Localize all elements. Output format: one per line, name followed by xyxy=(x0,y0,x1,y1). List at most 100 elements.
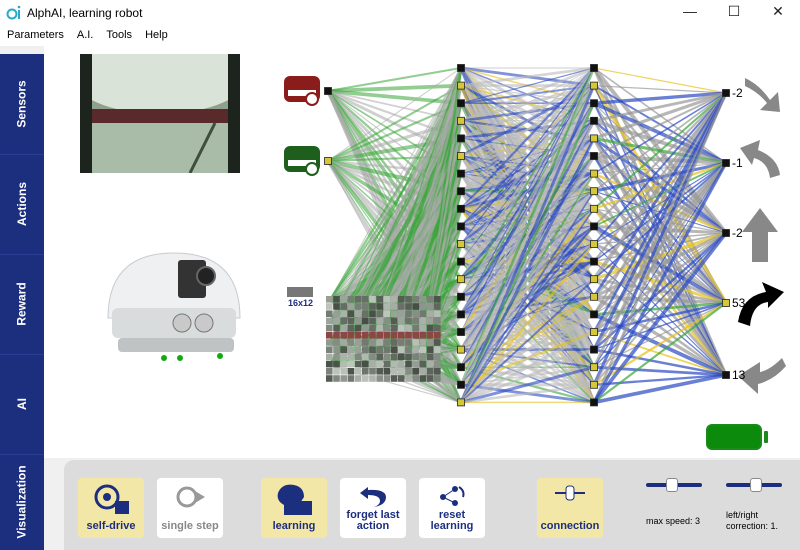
network-connection xyxy=(460,243,595,404)
sidebar-tab-reward[interactable]: Reward xyxy=(0,254,44,355)
pixel-cell xyxy=(383,339,391,346)
network-node xyxy=(457,134,465,143)
network-connection xyxy=(592,231,728,404)
slider-knob[interactable] xyxy=(750,478,762,492)
output-value: -2 xyxy=(732,86,743,100)
pixel-cell xyxy=(326,332,333,339)
close-button[interactable]: ✕ xyxy=(756,0,800,22)
pixel-cell xyxy=(398,339,405,346)
pixel-cell xyxy=(333,296,340,303)
network-node xyxy=(457,398,465,407)
pixel-cell xyxy=(434,339,441,346)
single-step-button[interactable]: single step xyxy=(157,478,223,538)
network-connection xyxy=(593,84,727,94)
pixel-cell xyxy=(390,310,398,317)
menu-ai[interactable]: A.I. xyxy=(76,29,94,41)
connection-label: connection xyxy=(540,520,600,532)
network-node xyxy=(590,152,598,160)
pixel-cell xyxy=(405,368,412,375)
pixel-cell xyxy=(426,375,434,382)
network-connection xyxy=(460,226,595,403)
self-drive-button[interactable]: self-drive xyxy=(78,478,144,538)
network-node xyxy=(590,292,598,301)
network-connection xyxy=(593,92,727,315)
undo-icon xyxy=(360,487,386,507)
network-connection xyxy=(593,302,727,404)
pixel-cell xyxy=(390,296,398,303)
network-connection xyxy=(460,67,595,139)
menu-help[interactable]: Help xyxy=(145,29,168,41)
network-node xyxy=(457,328,465,336)
pixel-cell xyxy=(398,346,405,353)
pixel-cell xyxy=(398,310,405,317)
forget-last-action-button[interactable]: forget last action xyxy=(340,478,406,538)
pixel-cell xyxy=(347,303,355,310)
network-node xyxy=(722,299,730,307)
network-node xyxy=(590,398,598,407)
pixel-cell xyxy=(362,346,369,353)
window-title: AlphAI, learning robot xyxy=(27,6,143,20)
pixel-cell xyxy=(326,346,333,353)
pixel-cell xyxy=(412,296,419,303)
max-speed-label: max speed: 3 xyxy=(646,516,701,526)
pixel-cell xyxy=(390,339,398,346)
network-node xyxy=(722,89,730,97)
learning-button[interactable]: learning xyxy=(261,478,327,538)
network-connection xyxy=(460,67,595,315)
pixel-cell xyxy=(333,339,340,346)
pixel-cell xyxy=(326,296,333,303)
sidebar-tab-visualization[interactable]: Visualization xyxy=(0,454,44,550)
pixel-cell xyxy=(369,310,376,317)
max-speed-slider[interactable] xyxy=(646,478,702,492)
menu-parameters[interactable]: Parameters xyxy=(7,29,64,41)
pixel-cell xyxy=(376,339,383,346)
network-connection xyxy=(460,383,595,404)
connection-button[interactable]: connection xyxy=(537,478,603,538)
pixel-cell xyxy=(326,339,333,346)
pixel-cell xyxy=(419,303,427,310)
pixel-cell xyxy=(405,303,412,310)
maximize-icon: ☐ xyxy=(727,2,741,19)
network-connection xyxy=(593,91,727,123)
camera-pixel-grid xyxy=(326,296,441,382)
pixel-cell xyxy=(362,317,369,325)
network-connection xyxy=(460,66,595,87)
pixel-cell xyxy=(398,317,405,325)
network-node xyxy=(590,99,598,108)
pixel-cell xyxy=(369,296,376,303)
pixel-cell xyxy=(383,368,391,375)
pixel-cell xyxy=(333,303,340,310)
slider-knob[interactable] xyxy=(666,478,678,492)
network-node xyxy=(457,380,465,389)
pixel-cell xyxy=(326,353,333,361)
pixel-cell xyxy=(405,346,412,353)
pixel-cell xyxy=(405,324,412,332)
sidebar-tab-sensors[interactable]: Sensors xyxy=(0,54,44,155)
network-connection xyxy=(593,92,727,245)
pixel-cell xyxy=(419,310,427,317)
network-connection xyxy=(460,67,595,157)
pixel-cell xyxy=(369,368,376,375)
pixel-cell xyxy=(354,296,362,303)
pixel-cell xyxy=(426,310,434,317)
sidebar-tab-actions[interactable]: Actions xyxy=(0,154,44,255)
pixel-cell xyxy=(419,296,427,303)
pixel-cell xyxy=(362,375,369,382)
menu-tools[interactable]: Tools xyxy=(106,29,133,41)
maximize-button[interactable]: ☐ xyxy=(712,0,756,22)
pixel-cell xyxy=(354,324,362,332)
pixel-cell xyxy=(369,332,376,339)
pixel-cell xyxy=(434,332,441,339)
correction-slider[interactable] xyxy=(726,478,782,492)
pixel-cell xyxy=(405,310,412,317)
pixel-cell xyxy=(398,324,405,332)
output-value: -2 xyxy=(732,226,743,240)
pixel-cell xyxy=(362,310,369,317)
sidebar-tab-ai[interactable]: AI xyxy=(0,354,44,455)
pixel-cell xyxy=(419,375,427,382)
pixel-cell xyxy=(369,346,376,353)
minimize-button[interactable]: — xyxy=(668,0,712,22)
reset-learning-button[interactable]: reset learning xyxy=(419,478,485,538)
network-connection xyxy=(593,373,727,405)
network-connection xyxy=(460,173,595,403)
